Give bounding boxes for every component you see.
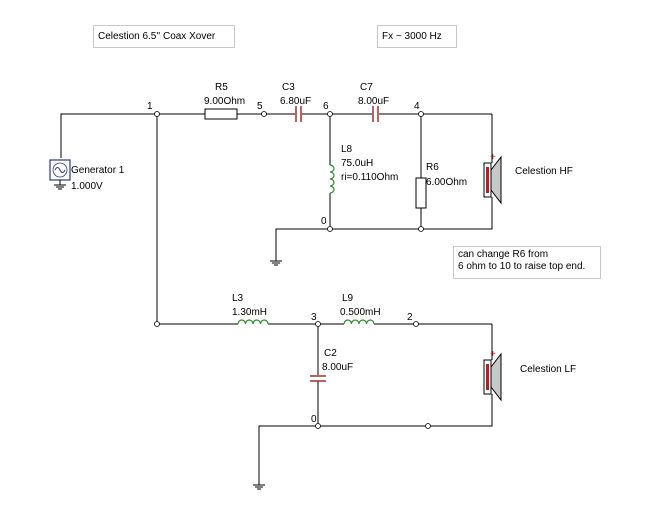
- speaker-lf-label: Celestion LF: [520, 364, 576, 375]
- resistor-r5[interactable]: [204, 108, 238, 120]
- capacitor-c7[interactable]: [372, 106, 379, 122]
- title-text: Celestion 6.5'' Coax Xover: [98, 31, 216, 42]
- r6-value: 6.00Ohm: [426, 177, 467, 188]
- speaker-lf-icon[interactable]: +: [483, 349, 502, 402]
- hint-text-line1: can change R6 from: [458, 249, 549, 260]
- c3-name: C3: [282, 82, 295, 93]
- c7-value: 8.00uF: [358, 96, 389, 107]
- inductor-l8[interactable]: [329, 164, 335, 194]
- frequency-text: Fx ~ 3000 Hz: [382, 31, 442, 42]
- node-label-2: 2: [407, 312, 413, 323]
- hint-text-line2: 6 ohm to 10 to raise top end.: [458, 261, 586, 272]
- inductor-l9[interactable]: [343, 319, 375, 325]
- l8-ri: ri=0.110Ohm: [341, 172, 398, 183]
- capacitor-c3[interactable]: [295, 106, 302, 122]
- c7-name: C7: [360, 82, 373, 93]
- r5-name: R5: [215, 82, 228, 93]
- l3-value: 1.30mH: [232, 307, 267, 318]
- generator-1[interactable]: [49, 159, 71, 190]
- resistor-r6[interactable]: [415, 177, 427, 209]
- node-label-6: 6: [323, 101, 329, 112]
- wires: [60, 113, 493, 485]
- node-label-0-hf: 0: [321, 216, 327, 227]
- node-label-4: 4: [414, 101, 420, 112]
- ground-lf-icon: [253, 484, 265, 490]
- c2-name: C2: [324, 348, 337, 359]
- node-label-1: 1: [147, 101, 153, 112]
- l9-name: L9: [342, 293, 354, 304]
- node-label-3: 3: [311, 312, 317, 323]
- title-note[interactable]: Celestion 6.5'' Coax Xover: [93, 25, 235, 48]
- node-label-0-lf: 0: [311, 414, 317, 425]
- sine-wave-icon: [54, 167, 66, 173]
- node-label-5: 5: [257, 101, 263, 112]
- node-dots: [154, 111, 431, 429]
- l3-name: L3: [232, 293, 244, 304]
- frequency-note[interactable]: Fx ~ 3000 Hz: [377, 25, 457, 48]
- l8-value: 75.0uH: [341, 158, 373, 169]
- r6-name: R6: [426, 162, 439, 173]
- inductor-l3[interactable]: [237, 319, 269, 325]
- r5-value: 9.00Ohm: [204, 96, 245, 107]
- capacitor-c2[interactable]: [310, 375, 326, 382]
- generator-name: Generator 1: [71, 165, 125, 176]
- c2-value: 8.00uF: [322, 362, 353, 373]
- generator-value: 1.000V: [71, 181, 103, 192]
- svg-text:+: +: [490, 349, 496, 360]
- l8-name: L8: [341, 144, 353, 155]
- speaker-hf-icon[interactable]: +: [483, 152, 502, 205]
- l9-value: 0.500mH: [340, 307, 381, 318]
- ground-hf-icon: [270, 260, 282, 266]
- hint-note[interactable]: can change R6 from 6 ohm to 10 to raise …: [453, 246, 601, 279]
- speaker-hf-label: Celestion HF: [515, 166, 573, 177]
- c3-value: 6.80uF: [280, 96, 311, 107]
- svg-text:+: +: [490, 152, 496, 163]
